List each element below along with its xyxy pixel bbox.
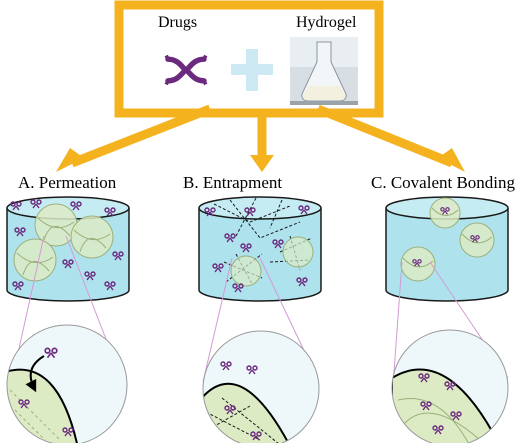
plus-icon	[231, 49, 273, 91]
hydrogel-bead	[13, 238, 57, 282]
hydrogel-bead	[230, 255, 262, 287]
hydrogel-label: Hydrogel	[296, 14, 357, 31]
source-frame	[56, 0, 465, 172]
container-permeation	[6, 196, 130, 302]
container-covalent	[385, 196, 509, 302]
entrapment-label: B. Entrapment	[183, 173, 283, 192]
hydrogel-bead	[282, 236, 314, 268]
drugs-label: Drugs	[158, 14, 198, 31]
arrow-to-covalent	[316, 104, 454, 168]
zoom-covalent	[391, 329, 509, 447]
arrow-down-icon	[438, 148, 465, 172]
hydrogel-bead	[429, 197, 461, 229]
arrow-to-permeation	[70, 104, 212, 168]
zoom-permeation	[6, 324, 128, 446]
zoom-entrapment	[202, 330, 320, 448]
container-entrapment	[198, 196, 322, 302]
permeation-arrow-icon	[25, 355, 45, 393]
hydrogel-flask-icon	[290, 37, 358, 105]
arrow-down-icon	[56, 148, 84, 172]
arrow-down-icon	[250, 155, 274, 172]
hydrogel-bead	[70, 215, 114, 259]
hydrogel-bead	[400, 246, 436, 282]
hydrogel-bead	[459, 222, 495, 258]
zoom-guides	[11, 235, 509, 387]
covalent-bonding-label: C. Covalent Bonding	[371, 173, 516, 192]
drug-molecule-icon	[166, 56, 206, 85]
permeation-label: A. Permeation	[18, 173, 117, 192]
